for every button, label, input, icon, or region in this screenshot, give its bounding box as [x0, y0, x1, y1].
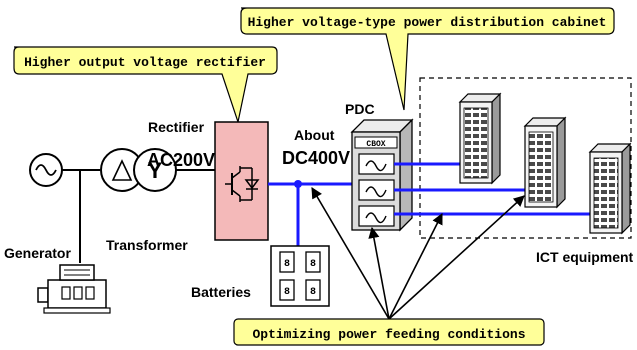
batteries-icon: 8 8 8 8 [270, 245, 330, 307]
generator-engine-icon [37, 264, 111, 314]
cabinet-callout: Higher voltage-type power distribution c… [240, 7, 615, 111]
feeding-callout-text: Optimizing power feeding conditions [252, 327, 525, 342]
ac-voltage-label: AC200V [147, 150, 215, 170]
svg-text:8: 8 [284, 259, 290, 270]
cabinet-callout-text: Higher voltage-type power distribution c… [248, 15, 607, 30]
svg-text:8: 8 [284, 287, 290, 298]
feeding-callout: Optimizing power feeding conditions [233, 318, 545, 346]
rectifier-callout-text: Higher output voltage rectifier [24, 55, 266, 70]
pdc-cabinet: CBOX [350, 118, 414, 232]
ict-area-frame [419, 77, 632, 239]
feeding-arrows [311, 187, 525, 320]
transformer-y-label: Y [148, 158, 163, 183]
generator-symbol [29, 153, 63, 187]
rectifier-box [214, 121, 269, 241]
ict-equipment-label: ICT equipment [536, 249, 634, 265]
cbox-label: CBOX [366, 140, 385, 149]
svg-text:8: 8 [310, 259, 316, 270]
ict-rack-2 [523, 116, 567, 209]
transformer-label: Transformer [106, 237, 188, 253]
pdc-label: PDC [345, 101, 375, 117]
dc-voltage-label: DC400V [282, 148, 350, 168]
transformer-symbol: Y [100, 148, 177, 192]
ict-rack-3 [588, 142, 632, 235]
ict-rack-1 [458, 92, 502, 185]
rectifier-label: Rectifier [148, 119, 205, 135]
about-label: About [294, 127, 335, 143]
generator-label: Generator [4, 245, 71, 261]
batteries-label: Batteries [191, 284, 251, 300]
rectifier-callout: Higher output voltage rectifier [13, 46, 278, 125]
svg-text:8: 8 [310, 287, 316, 298]
